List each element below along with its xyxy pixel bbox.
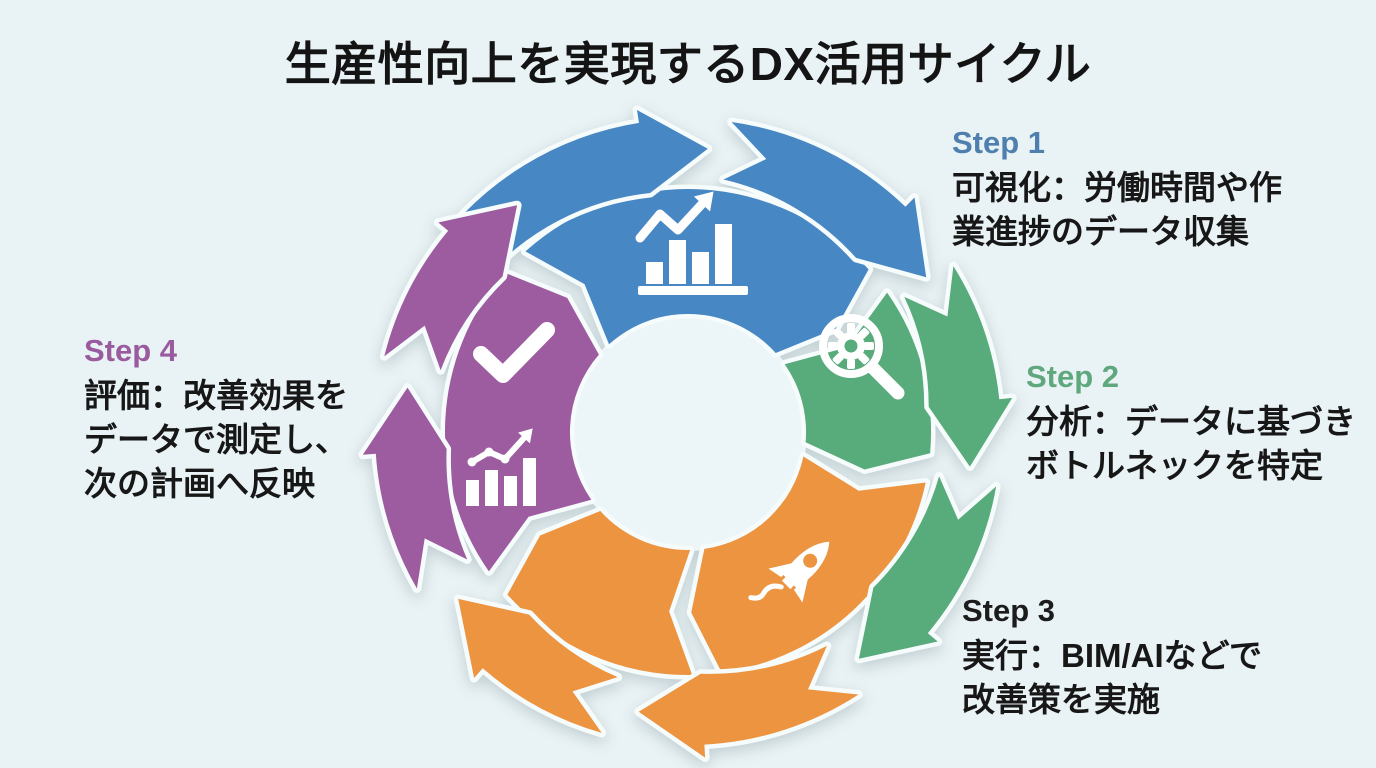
- gear-magnifier-icon: [819, 314, 905, 400]
- trend-line-chart-icon: [466, 428, 536, 506]
- step-1-callout: Step 1 可視化：労働時間や作 業進捗のデータ収集: [952, 124, 1282, 254]
- step-3-text-line: 実行：BIM/AIなどで: [962, 637, 1262, 674]
- step-2-text-line: ボトルネックを特定: [1026, 447, 1323, 484]
- step-3-flow-arrow: [634, 641, 863, 763]
- step-2-text-line: 分析：データに基づき: [1026, 403, 1356, 440]
- step-2-flow-arrow: [854, 471, 1001, 664]
- step-4-label: Step 4: [84, 333, 178, 368]
- step-1-flow-arrow: [719, 117, 931, 282]
- trend-bar-chart-icon: [635, 191, 748, 295]
- step-1-label: Step 1: [952, 125, 1046, 160]
- step-2-callout: Step 2 分析：データに基づき ボトルネックを特定: [1026, 358, 1356, 488]
- step-4-text-line: 次の計画へ反映: [84, 465, 315, 502]
- step-3-flow-arrow: [453, 594, 623, 738]
- step-4-text-line: データで測定し、: [84, 421, 348, 458]
- page-title: 生産性向上を実現するDX活用サイクル: [284, 38, 1092, 90]
- step-3-text-line: 改善策を実施: [962, 681, 1160, 718]
- step-4-callout: Step 4 評価：改善効果を データで測定し、 次の計画へ反映: [84, 332, 348, 506]
- rocket-icon: [748, 541, 830, 603]
- checkmark-icon: [473, 322, 555, 383]
- step-3-label: Step 3: [962, 593, 1056, 628]
- inner-circle: [569, 313, 807, 551]
- step-2-ring-segment: [780, 288, 936, 474]
- step-4-flow-arrow: [379, 200, 522, 375]
- step-4-flow-arrow: [358, 383, 472, 593]
- step-2-label: Step 2: [1026, 359, 1120, 394]
- step-1-text-line: 業進捗のデータ収集: [952, 213, 1249, 250]
- step-3-callout: Step 3 実行：BIM/AIなどで 改善策を実施: [962, 592, 1262, 722]
- step-1-text-line: 可視化：労働時間や作: [952, 169, 1282, 206]
- step-2-flow-arrow: [899, 261, 1017, 472]
- step-4-text-line: 評価：改善効果を: [84, 377, 348, 414]
